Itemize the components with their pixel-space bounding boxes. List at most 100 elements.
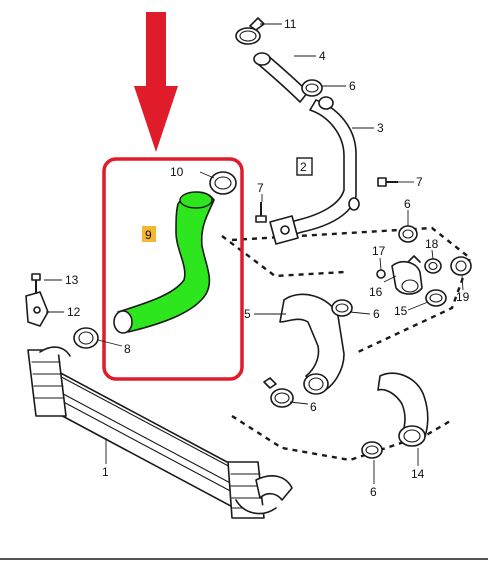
dashed-group-upper — [221, 235, 346, 278]
part-label-11: 11 — [284, 17, 297, 31]
clamp-part-11 — [235, 17, 265, 45]
tank-ribs-left — [31, 361, 65, 399]
part-label-5: 5 — [244, 307, 251, 321]
clamp-ring — [209, 171, 237, 195]
bolt-part-13 — [31, 273, 41, 294]
part-label-19: 19 — [456, 290, 470, 304]
clamp-ring — [73, 327, 99, 349]
fitting-ring — [376, 269, 386, 279]
hose-lower-end — [113, 310, 133, 334]
clamp-ring — [235, 27, 261, 45]
hose-part-5 — [279, 293, 345, 395]
fitting-part-17 — [376, 269, 386, 279]
highlight-frame — [102, 157, 244, 381]
clamp-part-6-top — [301, 79, 323, 97]
intercooler-fin-line — [51, 371, 237, 471]
intercooler-fin-line — [51, 387, 237, 487]
hose-end — [303, 373, 329, 395]
pipe-part-3 — [269, 96, 360, 245]
housing-tab — [407, 255, 421, 263]
hose-part-9 — [113, 191, 215, 334]
part-number-badge — [142, 226, 156, 242]
right-tank-outlet — [255, 475, 293, 501]
clamp-ring-inner — [429, 293, 443, 303]
clamp-ring-inner — [365, 445, 379, 455]
leader-17 — [379, 257, 382, 271]
sensor-housing-part-16 — [391, 255, 423, 295]
part-label-6d: 6 — [310, 400, 317, 414]
leader-6c — [349, 311, 371, 315]
part-label-14: 14 — [411, 467, 425, 481]
arrow-shaft — [146, 12, 166, 88]
hose-part-14 — [377, 372, 429, 447]
clamp-ring-inner — [305, 83, 319, 93]
hose-end-inner — [403, 429, 421, 443]
pointer-arrow — [134, 12, 178, 152]
clamp-ring — [361, 441, 383, 459]
part-label-3: 3 — [377, 121, 384, 135]
clamp-ring-inner — [335, 303, 349, 313]
housing-port — [401, 279, 419, 293]
clamp-part-6-hose5-bottom — [263, 377, 294, 408]
part-label-8: 8 — [124, 342, 131, 356]
cap-ring-inner — [455, 260, 467, 272]
part-label-13: 13 — [65, 273, 79, 287]
cap-ring — [450, 256, 472, 276]
leader-lines — [44, 23, 464, 484]
part-labels: 11 4 6 3 2 10 9 7 7 6 13 12 17 18 16 19 … — [65, 17, 470, 499]
clamp-ring-inner — [214, 176, 232, 190]
seal-ring-inner — [428, 261, 438, 271]
bolt-part-7-right — [377, 177, 398, 187]
leader-19 — [461, 275, 464, 291]
hose-end — [398, 425, 426, 447]
pipe-lug — [348, 197, 360, 211]
part-label-12: 12 — [67, 305, 81, 319]
part-label-18: 18 — [425, 237, 439, 251]
clamp-screw — [263, 377, 277, 389]
leader-8 — [97, 339, 123, 347]
part-label-2: 2 — [300, 160, 307, 174]
hose-body — [117, 191, 215, 333]
clamp-part-10 — [209, 171, 237, 195]
clamp-part-8 — [73, 327, 99, 349]
part-label-6c: 6 — [373, 307, 380, 321]
hose-upper-end — [179, 191, 213, 209]
hose-end-inner — [308, 377, 324, 391]
tank-ribs-right — [230, 473, 264, 509]
seal-part-18 — [424, 258, 442, 274]
bolt-part-7-left — [255, 202, 267, 223]
clamp-part-15 — [425, 289, 447, 307]
part-label-16: 16 — [369, 285, 383, 299]
bolt-head — [255, 215, 267, 223]
leader-10 — [199, 171, 215, 179]
bracket-part-12 — [25, 291, 49, 327]
right-tank-lower-pipe — [235, 499, 277, 515]
clamp-ring-inner — [274, 392, 290, 404]
housing-body — [391, 260, 423, 295]
clamp-ring — [331, 299, 353, 317]
intercooler-part — [27, 346, 293, 519]
hose-part-4 — [253, 52, 309, 103]
seal-ring — [424, 258, 442, 274]
cap-part-19 — [450, 256, 472, 276]
bolt-head — [31, 273, 41, 281]
part-label-6e: 6 — [370, 485, 377, 499]
intercooler-core — [39, 361, 243, 513]
clamp-part-6-right-upper — [398, 225, 418, 243]
clamp-ring — [301, 79, 323, 97]
bolt-head — [377, 177, 387, 187]
dashed-group-right — [231, 226, 472, 354]
intercooler-left-tank — [27, 349, 67, 417]
part-label-17: 17 — [372, 244, 386, 258]
part-label-9: 9 — [145, 228, 152, 242]
hose-end — [253, 52, 271, 66]
leader-6d — [289, 401, 309, 405]
clamp-ring-inner — [78, 331, 94, 345]
clamp-ring — [270, 388, 294, 408]
left-tank-pipe — [39, 346, 71, 357]
clamp-ring — [425, 289, 447, 307]
part-label-7a: 7 — [257, 181, 264, 195]
leader-15 — [407, 301, 429, 311]
